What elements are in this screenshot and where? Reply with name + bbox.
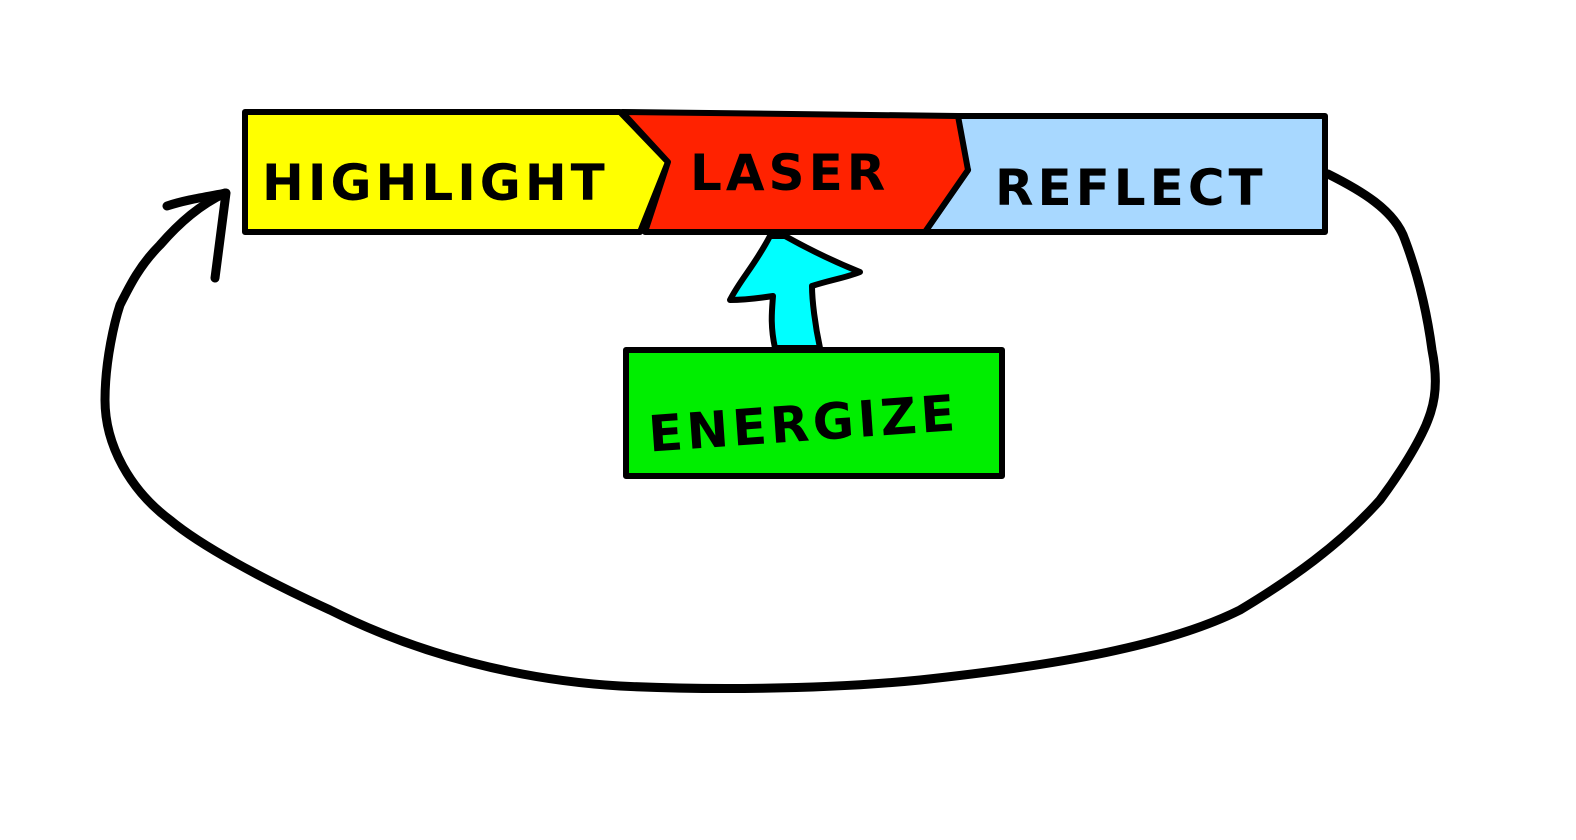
laser-box — [619, 109, 971, 235]
loop-arrow-head-icon — [162, 188, 231, 283]
node-reflect: REFLECT — [907, 113, 1328, 235]
node-highlight: HIGHLIGHT — [242, 109, 671, 235]
highlight-label: HIGHLIGHT — [262, 154, 609, 212]
energize-arrow — [727, 233, 863, 351]
loop-arrow — [100, 169, 1440, 693]
reflect-label: REFLECT — [995, 159, 1267, 217]
laser-label: LASER — [690, 144, 889, 202]
node-energize: ENERGIZE — [623, 347, 1005, 479]
node-laser: LASER — [619, 109, 971, 235]
energize-box — [623, 347, 1005, 479]
